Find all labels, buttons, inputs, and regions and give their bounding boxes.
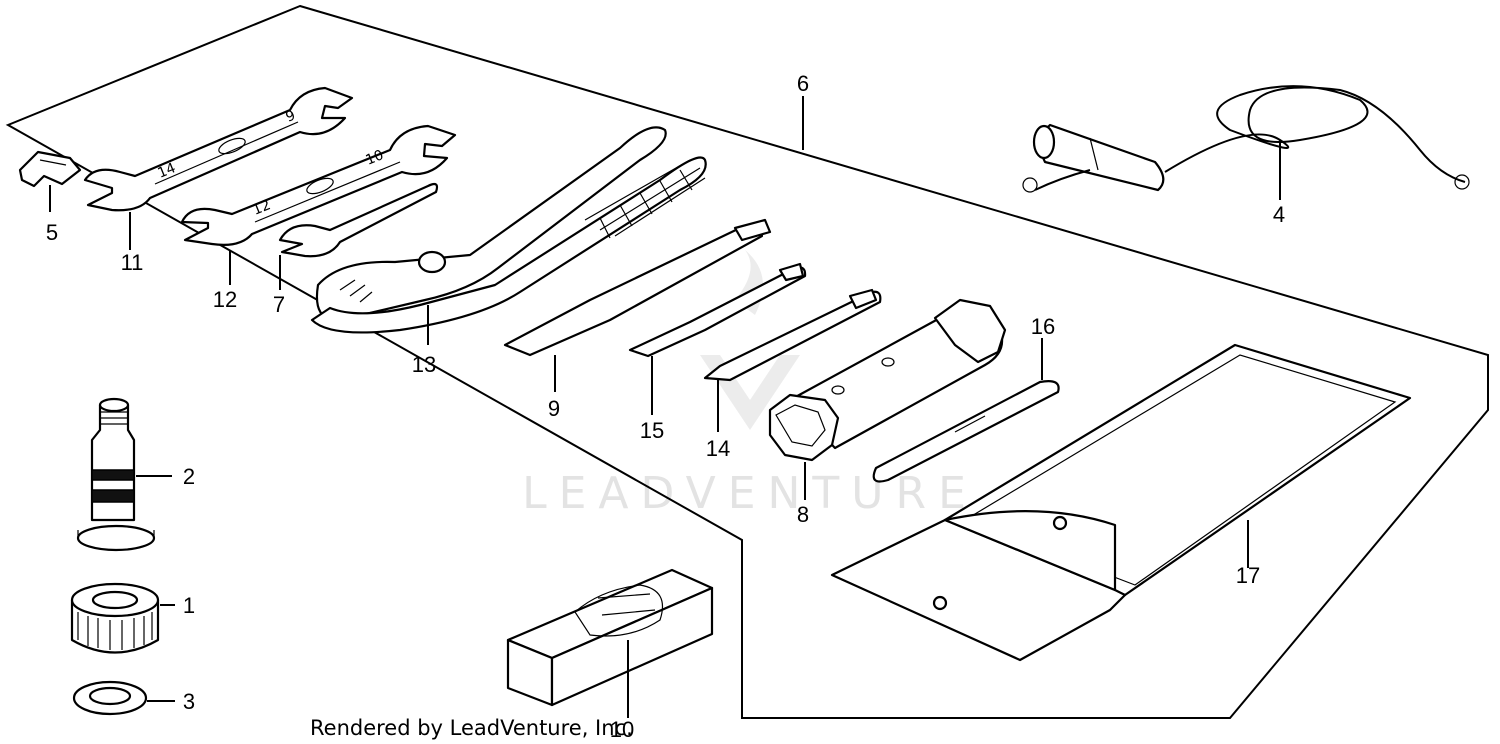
callout-17: 17 (1236, 563, 1260, 588)
callout-13: 13 (412, 352, 436, 377)
callout-1: 1 (183, 593, 195, 618)
callout-8: 8 (797, 502, 809, 527)
callout-4: 4 (1273, 202, 1285, 227)
callout-labels: 5 11 12 7 13 9 15 14 8 16 17 6 4 2 1 3 (46, 71, 1285, 714)
part-11-wrench: 14 9 (83, 86, 354, 250)
part-3-washer (72, 680, 175, 716)
part-14-screwdriver (703, 288, 882, 432)
part-5-clip (18, 150, 82, 212)
callout-12: 12 (213, 287, 237, 312)
callout-3: 3 (183, 689, 195, 714)
callout-14: 14 (706, 436, 730, 461)
callout-9: 9 (548, 396, 560, 421)
callout-15: 15 (640, 418, 664, 443)
wrench-11-size: 14 (156, 160, 179, 182)
callout-10: 10 (610, 717, 634, 742)
part-9-screwdriver (503, 218, 772, 392)
part-16-bar (872, 338, 1060, 483)
part-10-box (506, 568, 714, 718)
part-1-nut (70, 582, 175, 654)
credit-text: Rendered by LeadVenture, Inc. (310, 716, 633, 740)
callout-7: 7 (273, 292, 285, 317)
callout-2: 2 (183, 464, 195, 489)
part-4-cord-grip (1022, 85, 1470, 200)
callout-6: 6 (797, 71, 809, 96)
part-2-valve-stem (76, 397, 172, 552)
part-12-wrench: 12 10 (180, 124, 457, 285)
part-17-pouch (830, 343, 1412, 662)
watermark-text: LEADVENTURE (522, 468, 978, 519)
wrench-12-small-size: 10 (364, 147, 387, 169)
part-13-pliers (310, 126, 707, 345)
wrench-12-size: 12 (251, 197, 274, 219)
part-15-screwdriver (628, 262, 807, 415)
callout-16: 16 (1031, 314, 1055, 339)
callout-5: 5 (46, 220, 58, 245)
part-7-wrench (278, 182, 439, 290)
part-8-socket-wrench (768, 298, 1007, 500)
callout-11: 11 (121, 250, 144, 275)
